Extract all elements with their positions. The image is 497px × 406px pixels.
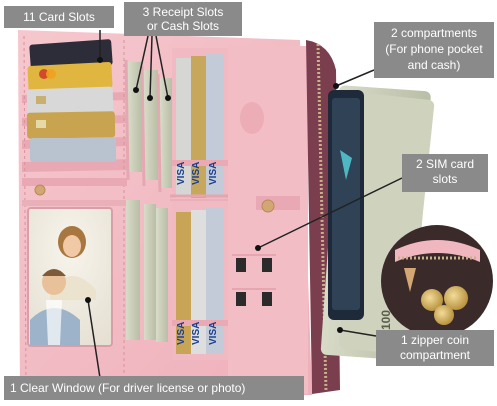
right-inner-panel [228,46,308,394]
clear-window-photo [27,207,113,347]
clear-window-label: 1 Clear Window (For driver license or ph… [4,376,304,400]
receipt-slots-label: 3 Receipt Slots or Cash Slots [124,2,242,36]
sim-slots-label: 2 SIM card slots [402,154,488,192]
card-slots-label: 11 Card Slots [4,6,114,28]
coin-compartment-line1: 1 zipper coin [400,333,470,347]
visa-mark: VISA [176,162,187,185]
callout-pointers [87,30,403,379]
lower-receipt-strips [126,200,168,342]
banknote-denomination: 100 [379,310,393,330]
callout-dots [85,57,343,333]
visa-mark: VISA [176,322,187,345]
receipt-slots-line1: 3 Receipt Slots [142,5,224,19]
compartments-label: 2 compartments (For phone pocket and cas… [374,22,494,78]
visa-mark: VISA [191,162,202,185]
left-card-stack [26,39,116,162]
coin-compartment-label: 1 zipper coin compartment [376,330,494,366]
visa-mark: VISA [208,162,219,185]
lower-left-pockets [22,178,127,206]
sim-slots-line1: 2 SIM card [415,157,475,171]
coin-compartment-inset [381,225,493,337]
compartments-line3: and cash) [407,58,461,72]
receipt-slots [124,59,172,193]
compartments-line2: (For phone pocket [385,42,483,56]
receipt-slots-line2: or Cash Slots [146,19,220,33]
visa-mark: VISA [208,322,219,345]
card-slots-text: 11 Card Slots [23,10,95,24]
compartments-line1: 2 compartments [390,26,478,40]
sim-slots-line2: slots [432,172,458,186]
center-panel [170,48,230,360]
clear-window-text: 1 Clear Window (For driver license or ph… [10,381,246,395]
coin-compartment-line2: compartment [399,348,471,362]
visa-mark: VISA [191,322,202,345]
